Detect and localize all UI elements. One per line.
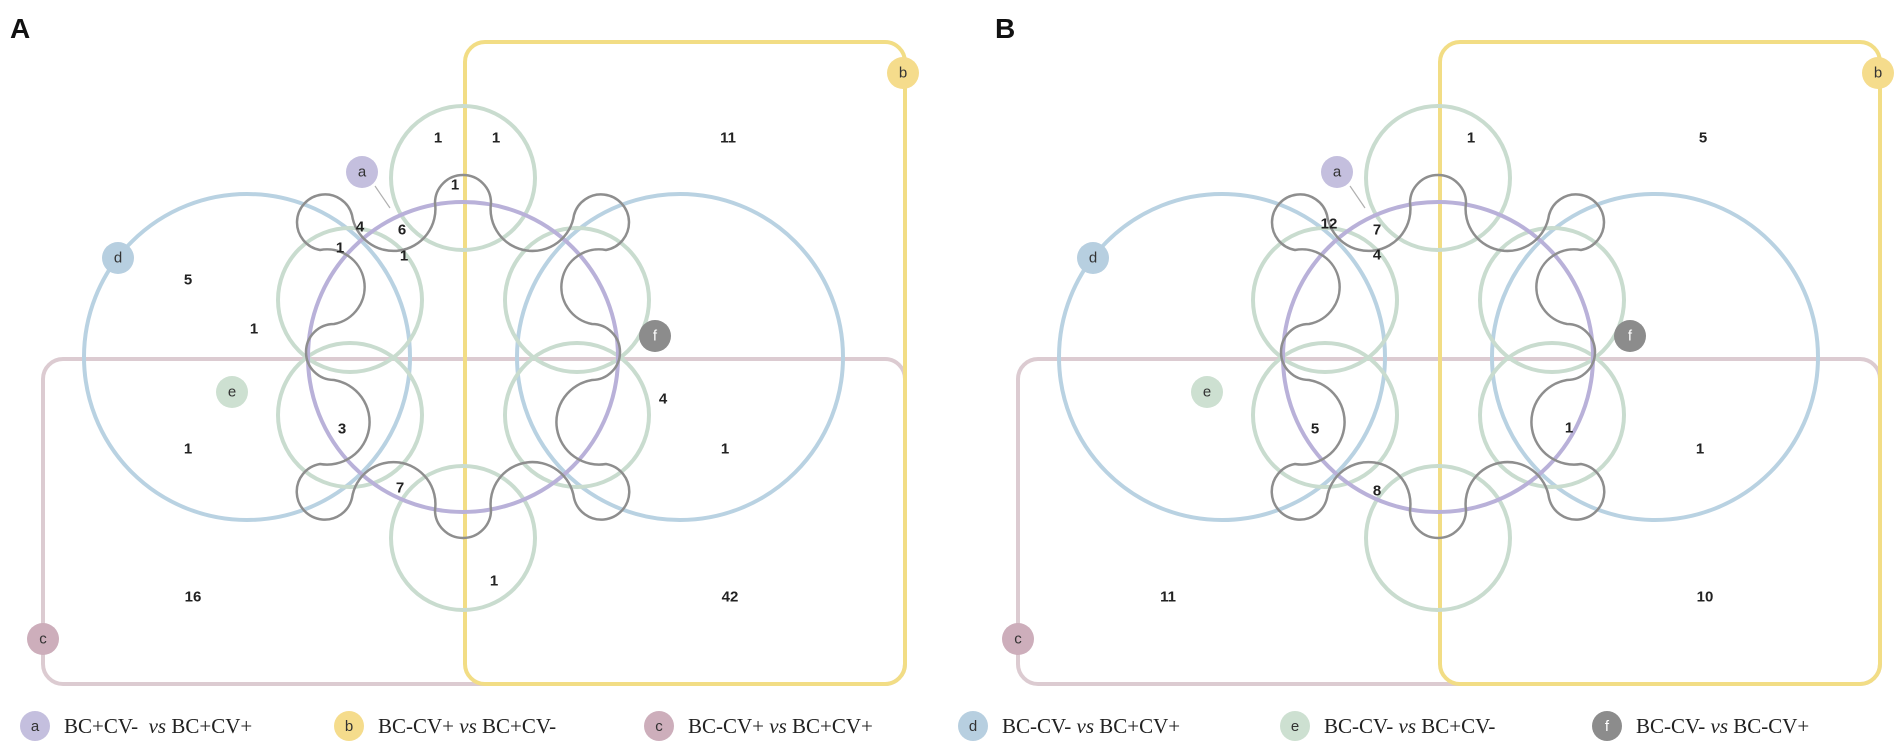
region-count: 10 [1697,589,1714,606]
set-badge-f: f [639,320,671,352]
set-badge-label: b [1874,65,1882,82]
set-badge-circle [1862,57,1894,89]
legend-item-e: e BC-CV- vs BC+CV- [1280,709,1495,743]
set-badge-a: a [346,156,378,188]
region-count: 8 [1373,483,1381,500]
set-badge-a: a [1321,156,1353,188]
legend-label-a: BC+CV- vs BC+CV+ [64,713,253,738]
region-count: 1 [1467,130,1475,147]
region-count: 1 [400,248,408,265]
region-count: 1 [250,321,258,338]
region-count: 6 [398,222,406,239]
legend-badge-e: e [1280,711,1310,741]
set-badge-f: f [1614,320,1646,352]
region-count: 7 [1373,222,1381,239]
set-badge-label: c [39,631,47,648]
region-count: 1 [721,441,729,458]
set-badge-d: d [102,242,134,274]
legend-label-f: BC-CV- vs BC-CV+ [1636,713,1810,738]
set-badge-d: d [1077,242,1109,274]
region-count: 5 [184,272,192,289]
set-badge-c: c [1002,623,1034,655]
set-badge-circle [216,376,248,408]
set-badge-circle [1614,320,1646,352]
region-count: 4 [659,391,668,408]
region-count: 1 [184,441,192,458]
set-badge-label: f [1628,328,1633,345]
region-count: 11 [1160,589,1176,606]
region-count: 12 [1321,216,1338,233]
legend-item-f: f BC-CV- vs BC-CV+ [1592,709,1809,743]
region-count: 4 [356,219,365,236]
region-count: 1 [336,240,344,257]
set-badge-circle [346,156,378,188]
legend-label-d: BC-CV- vs BC+CV+ [1002,713,1181,738]
legend: a BC+CV- vs BC+CV+ b BC-CV+ vs BC+CV- c … [0,705,1904,749]
set-badge-label: d [1089,250,1097,267]
set-badge-circle [1002,623,1034,655]
set-badge-circle [1321,156,1353,188]
region-count: 16 [185,589,202,606]
set-badge-circle [1191,376,1223,408]
region-count: 1 [451,177,459,194]
legend-badge-d: d [958,711,988,741]
region-count: 1 [434,130,442,147]
legend-label-c: BC-CV+ vs BC+CV+ [688,713,873,738]
set-badge-label: a [358,164,367,181]
legend-badge-b: b [334,711,364,741]
region-count: 42 [722,589,739,606]
region-count: 4 [1373,247,1382,264]
set-badge-label: e [228,384,236,401]
set-badge-e: e [1191,376,1223,408]
venn-sets-a [41,40,907,686]
region-count: 1 [1565,420,1573,437]
set-badge-b: b [887,57,919,89]
panel-letter-a: A [10,13,30,44]
legend-item-a: a BC+CV- vs BC+CV+ [20,709,252,743]
set-badge-circle [102,242,134,274]
set-badge-c: c [27,623,59,655]
region-count: 1 [490,573,498,590]
set-badge-circle [887,57,919,89]
legend-item-c: c BC-CV+ vs BC+CV+ [644,709,873,743]
legend-badge-a: a [20,711,50,741]
region-count: 3 [338,421,346,438]
region-count: 1 [1696,441,1704,458]
legend-badge-c: c [644,711,674,741]
set-badges-a: a b c d e f [27,57,919,655]
legend-item-b: b BC-CV+ vs BC+CV- [334,709,556,743]
venn-sets-b [1016,40,1882,686]
set-badge-circle [1077,242,1109,274]
legend-label-b: BC-CV+ vs BC+CV- [378,713,557,738]
set-badge-label: b [899,65,907,82]
region-count: 5 [1311,421,1319,438]
legend-item-d: d BC-CV- vs BC+CV+ [958,709,1180,743]
region-count: 1 [492,130,500,147]
set-badge-label: f [653,328,658,345]
set-badge-circle [27,623,59,655]
panel-letter-b: B [995,13,1015,44]
set-badge-label: a [1333,164,1342,181]
set-badge-e: e [216,376,248,408]
region-count: 7 [396,480,404,497]
set-badge-b: b [1862,57,1894,89]
legend-badge-f: f [1592,711,1622,741]
region-count: 5 [1699,130,1707,147]
legend-label-e: BC-CV- vs BC+CV- [1324,713,1496,738]
set-badge-circle [639,320,671,352]
set-badge-label: c [1014,631,1022,648]
region-count: 11 [720,130,736,147]
set-badge-label: d [114,250,122,267]
set-badges-b: a b c d e f [1002,57,1894,655]
set-badge-label: e [1203,384,1211,401]
